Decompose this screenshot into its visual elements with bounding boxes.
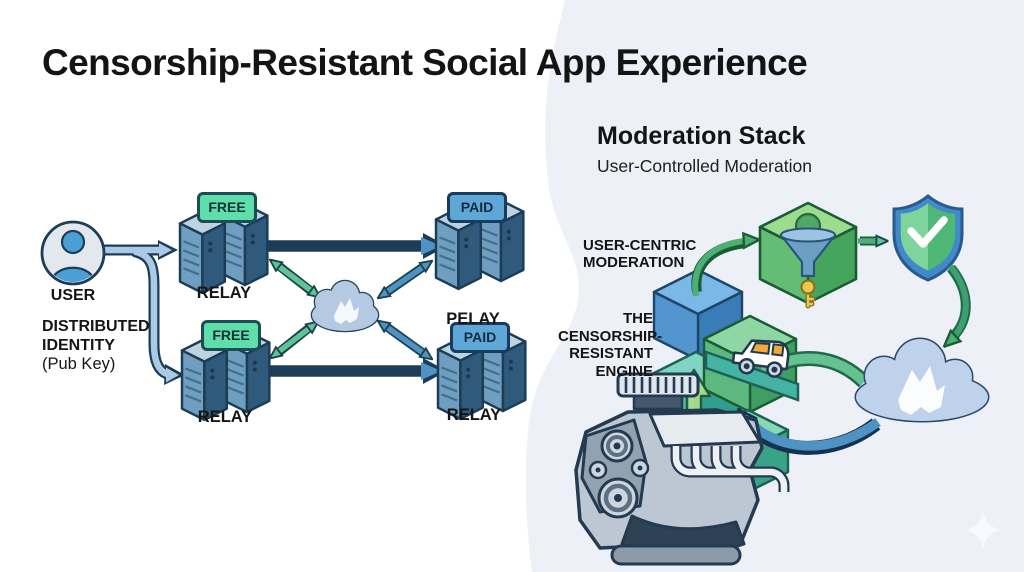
user-centric-line-2: MODERATION: [583, 254, 685, 271]
moderation-cloud-icon: [854, 337, 990, 423]
user-centric-line-1: USER-CENTRIC: [583, 237, 697, 254]
engine-label-line-1: THE: [623, 310, 653, 327]
paid-relay-top-label: PELAY: [446, 310, 500, 328]
identity-line-1: DISTRIBUTED: [42, 318, 150, 335]
flow-arrow-to-cloud: [948, 264, 971, 343]
free-badge-bottom: FREE: [201, 320, 261, 351]
sparkle-icon: [966, 512, 1000, 548]
paid-badge-top: PAID: [447, 192, 507, 223]
free-relay-bottom-label: RELAY: [197, 408, 253, 426]
free-badge-top: FREE: [197, 192, 257, 223]
engine-label-line-3: RESISTANT: [569, 345, 653, 362]
moderation-stack-heading: Moderation Stack: [597, 122, 806, 150]
flow-arrow-to-filter: [691, 240, 754, 297]
paid-badge-bottom: PAID: [450, 322, 510, 353]
engine-icon: [574, 372, 790, 566]
identity-arrows: [99, 240, 185, 385]
identity-line-3: (Pub Key): [42, 355, 116, 373]
free-relay-top-label: RELAY: [196, 284, 252, 302]
engine-label-line-4: ENGINE: [595, 362, 653, 380]
user-avatar-icon: [40, 220, 106, 286]
engine-label-line-2: CENSORSHIP-: [558, 327, 663, 345]
paid-relay-bottom-label: RELAY: [446, 406, 502, 424]
page-title: Censorship-Resistant Social App Experien…: [42, 42, 808, 83]
nostr-logo-icon: [898, 366, 945, 415]
relay-cloud-icon: [310, 279, 380, 333]
nostr-logo-icon: [334, 298, 359, 324]
user-label: USER: [50, 287, 96, 304]
truck-icon: [731, 339, 790, 378]
identity-line-2: IDENTITY: [42, 337, 115, 354]
user-centric-moderation-label: USER-CENTRIC MODERATION: [583, 237, 696, 271]
relay-arrows: [268, 233, 447, 384]
shield-check-icon: [892, 194, 964, 282]
key-icon: [800, 279, 816, 309]
censorship-resistant-engine-label: THE CENSORSHIP- RESISTANT ENGINE: [558, 310, 663, 380]
distributed-identity-label: DISTRIBUTED IDENTITY (Pub Key): [42, 317, 150, 374]
checkmark-icon: [907, 216, 948, 248]
funnel-filter-cube-icon: [758, 201, 858, 309]
moderation-stack-subheading: User-Controlled Moderation: [597, 156, 812, 176]
